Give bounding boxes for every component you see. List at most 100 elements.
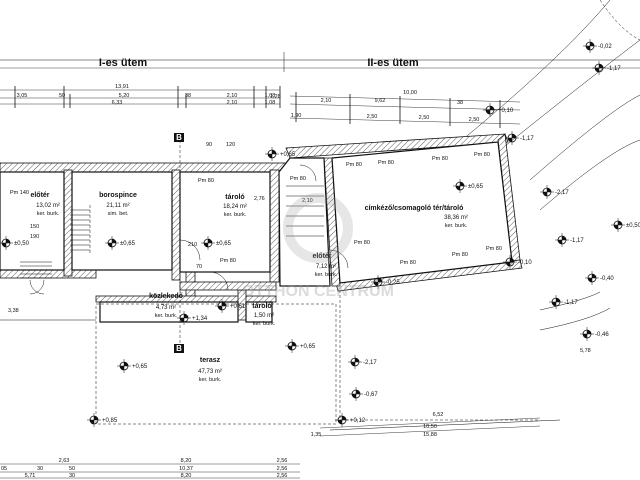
dim-top-r2-2: 1,08 [265, 100, 276, 106]
level-crosshair [580, 327, 594, 341]
phase-1-label: I-es ütem [99, 57, 148, 69]
level-label-l-0-61: +0,61 [230, 304, 246, 310]
dim-phase2-r1-0: 9,62 [375, 98, 386, 104]
room-tarolo-1-area: 18,24 m² [223, 204, 247, 210]
dim-top-r1-0: 3,05 [17, 93, 28, 99]
level-crosshair [453, 179, 467, 193]
level-label-l-1-17-a: -1,17 [520, 136, 534, 142]
level-crosshair [0, 236, 13, 250]
room-kozlekedo-name: közlekedő [149, 293, 183, 300]
pm-tag-2: Pm 80 [346, 162, 362, 168]
level-crosshair [348, 355, 362, 369]
dim-bottom-r1-2: 2,56 [277, 458, 288, 464]
level-label-l-0-12: +0,12 [350, 418, 366, 424]
dim-misc-3: 150 [30, 224, 39, 230]
pm-tag-0: Pm 140 [10, 190, 29, 196]
dim-bottom-r2-3: 10,37 [179, 466, 193, 472]
dim-bottom-r3-1: 30 [69, 473, 75, 479]
misc-dimensions: 90 120 210 150 190 70 2,10 1,28 3,38 5,7… [8, 94, 591, 354]
level-label-l-0-50-left: ±0,50 [14, 241, 30, 247]
room-terasz-surface: ker. burk. [199, 377, 222, 383]
watermark-logo: OTTHON CENTRUM [242, 193, 394, 300]
room-eloter-mid-area: 7,12 m² [316, 264, 336, 270]
room-cimkezo-area: 38,36 m² [444, 215, 468, 221]
dim-phase2-r2-3: 1,90 [291, 113, 302, 119]
level-crosshair [592, 61, 606, 75]
room-tarolo-2-surface: ker. burk. [253, 321, 276, 327]
dim-bottom-r1-1: 8,20 [181, 458, 192, 464]
level-label-l-0-50-right: ±0,50 [626, 223, 640, 229]
level-label-l-0-25: -0,25 [386, 280, 400, 286]
dim-right-lower-2: 15,88 [423, 432, 437, 438]
room-tarolo-1-name: tároló [225, 194, 244, 201]
pm-tag-4: Pm 80 [432, 156, 448, 162]
dim-misc-10: 2,76 [254, 196, 265, 202]
level-label-l-0-67: -0,67 [364, 392, 378, 398]
dim-right-lower-0: 6,52 [433, 412, 444, 418]
room-eloter-mid-surface: ker. burk. [315, 272, 338, 278]
dim-top-r2-0: 6,33 [112, 100, 123, 106]
dim-right-lower-1: 10,50 [423, 424, 437, 430]
dim-bottom-r2-1: 30 [37, 466, 43, 472]
level-label-l-1-17-c: -1,17 [570, 238, 584, 244]
level-crosshair [215, 299, 229, 313]
level-crosshair [177, 311, 191, 325]
room-terasz-name: terasz [200, 357, 221, 364]
dim-top-r2-1: 2,10 [227, 100, 238, 106]
room-borospince-name: borospince [99, 192, 137, 199]
level-label-l-0-65-top: +0,65 [280, 152, 296, 158]
dim-misc-2: 210 [188, 242, 197, 248]
room-kozlekedo-surface: ker. burk. [155, 313, 178, 319]
dim-misc-0: 90 [206, 142, 212, 148]
level-crosshair [583, 39, 597, 53]
section-mark-b-bottom: B [176, 344, 182, 353]
pm-tag-5: Pm 80 [474, 152, 490, 158]
dim-top-r1-5: 1,08 [265, 93, 276, 99]
dim-misc-1: 120 [226, 142, 235, 148]
dim-misc-8: 3,38 [8, 308, 19, 314]
level-label-l-0-02: -0,02 [598, 44, 612, 50]
dim-phase2-r2-1: 2,50 [419, 115, 430, 121]
pm-tag-10: Pm 80 [290, 176, 306, 182]
level-crosshair [335, 413, 349, 427]
pm-tag-8: Pm 80 [452, 252, 468, 258]
pm-tag-1: Pm 80 [198, 178, 214, 184]
level-label-l-2-17-a: -2,17 [555, 190, 569, 196]
level-label-l-0-65-ter: +0,65 [132, 364, 148, 370]
level-markers: ±0,50±0,65±0,65±0,65+0,65+0,65+0,65+1,34… [0, 39, 640, 427]
room-eloter-mid-name: előtér [312, 253, 331, 260]
watermark-text: OTTHON CENTRUM [242, 283, 394, 300]
level-crosshair [611, 218, 625, 232]
pm-tag-3: Pm 80 [378, 160, 394, 166]
level-crosshair [265, 147, 279, 161]
building-phase-1 [0, 140, 287, 350]
level-label-l-0-10b: -0,10 [518, 260, 532, 266]
dim-bottom-r3-0: 5,71 [25, 473, 36, 479]
level-label-l-0-40: -0,40 [600, 276, 614, 282]
level-crosshair [505, 131, 519, 145]
dim-phase2-r2-0: 2,50 [367, 114, 378, 120]
dim-bottom-r3-3: 2,56 [277, 473, 288, 479]
room-tarolo-2-name: tároló [252, 303, 271, 310]
room-eloter-left-area: 13,02 m² [36, 203, 60, 209]
level-label-l-2-17-b: -2,17 [363, 360, 377, 366]
dim-misc-9: 5,78 [580, 348, 591, 354]
pm-tag-7: Pm 80 [400, 260, 416, 266]
dim-misc-6: 2,10 [302, 198, 313, 204]
level-crosshair [87, 413, 101, 427]
bottom-dimension-lines: 2,63 8,20 2,56 05 30 50 10,37 2,56 5,71 … [0, 412, 541, 479]
phase-header: I-es ütem II-es ütem [0, 52, 640, 72]
room-terasz-area: 47,73 m² [198, 369, 222, 375]
dim-phase2-overall: 10,00 [403, 90, 417, 96]
room-eloter-left-surface: ker. burk. [37, 211, 60, 217]
dim-misc-7: 1,28 [270, 94, 281, 100]
phase-2-label: II-es ütem [367, 57, 419, 69]
level-label-l-1-34: +1,34 [192, 316, 208, 322]
level-label-l-0-65-tar: ±0,65 [216, 241, 232, 247]
level-crosshair [371, 275, 385, 289]
top-dimension-lines: 13,91 3,05 50 5,20 38 2,10 1,08 6,33 2,1… [0, 84, 521, 128]
level-label-l-0-10: +0,10 [498, 108, 514, 114]
dim-phase2-r1-1: 2,10 [321, 98, 332, 104]
level-crosshair [549, 295, 563, 309]
